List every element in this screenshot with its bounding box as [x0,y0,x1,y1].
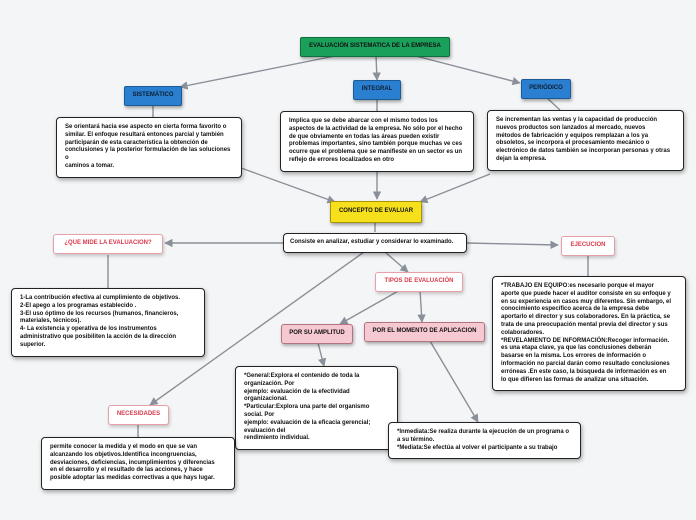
por-su-amplitud-text: *General:Explora el contenido de toda la… [235,366,398,451]
link-sistematico-concepto [229,163,336,204]
link-title-integral [372,54,381,81]
link-title-periodico [411,54,521,86]
link-tipos-momento [417,289,426,323]
category-integral: INTEGRAL [353,80,401,100]
necesidades-label: NECESIDADES [108,405,169,425]
link-consiste-ejecucion [466,240,559,250]
link-momento-text [429,340,479,423]
link-consiste-necesidades [149,251,365,406]
link-periodico-desc [545,96,561,111]
que-mide-label: ¿QUE MIDE LA EVALUACION? [53,234,163,254]
link-tipos-amplitud [339,289,401,325]
description-sistematico: Se orientará hacia ese aspecto en cierta… [56,117,242,178]
necesidades-text: permite conocer la medida y el modo en q… [41,437,235,490]
category-periodico: PERIÓDICO [521,79,571,99]
link-title-sistematico [179,54,341,90]
tipos-label: TIPOS DE EVALUACIÓN [375,272,463,292]
ejecucion-label: EJECUCION [561,236,615,256]
concepto-label: CONCEPTO DE EVALUAR [330,201,422,223]
description-integral: Implica que se debe abarcar con el mismo… [280,111,474,172]
main-title: EVALUACIÓN SISTEMATICA DE LA EMPRESA [300,37,450,57]
ejecucion-text: *TRABAJO EN EQUIPO:es necesario porque e… [492,276,686,392]
description-periodico: Se incrementan las ventas y la capacidad… [487,110,684,171]
link-periodico-concepto [419,173,491,204]
por-el-momento-text: *Inmediata:Se realiza durante la ejecuci… [388,422,581,460]
por-su-amplitud-label: POR SU AMPLITUD [281,324,353,344]
que-mide-text: 1-La contribución efectiva al cumplimien… [11,288,205,357]
category-sistematico: SISTEMÁTICO [124,86,182,106]
link-consiste-tipos [384,251,409,273]
concepto-text: Consiste en analizar, estudiar y conside… [283,233,467,253]
por-el-momento-label: POR EL MOMENTO DE APLICACION [364,322,485,342]
link-amplitud-text [317,342,327,367]
